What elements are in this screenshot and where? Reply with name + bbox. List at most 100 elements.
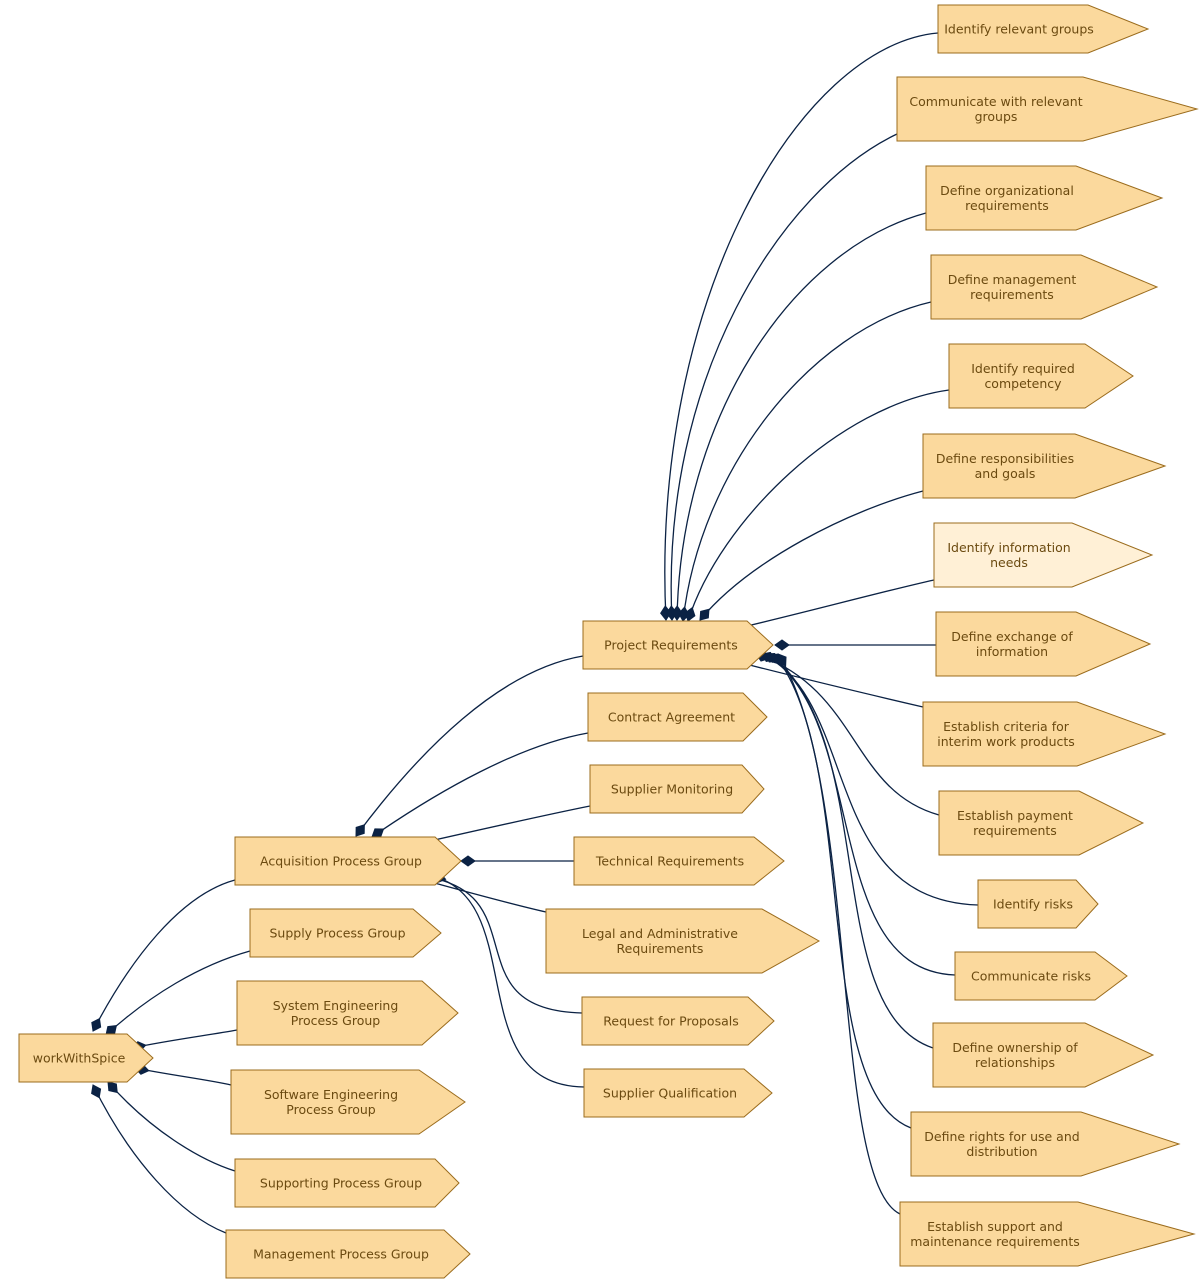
node-label: interim work products (937, 734, 1075, 749)
composition-edge (664, 32, 939, 621)
composition-diamond (684, 606, 696, 622)
node-shape (249, 908, 442, 958)
node-shape (910, 1111, 1181, 1177)
node-label: requirements (973, 823, 1057, 838)
composition-edge (355, 655, 584, 837)
node-label: Technical Requirements (595, 854, 744, 869)
node-label: Legal and Administrative (582, 926, 738, 941)
node-shape (922, 433, 1167, 499)
node-sup[interactable]: Supply Process Group (249, 908, 442, 958)
node-label: Software Engineering (264, 1087, 398, 1102)
node-supqual[interactable]: Supplier Qualification (583, 1068, 773, 1118)
node-shape (977, 879, 1099, 929)
node-p11[interactable]: Identify risks (977, 879, 1099, 929)
node-shape (225, 1229, 471, 1279)
node-contract[interactable]: Contract Agreement (587, 692, 768, 742)
node-shape (899, 1201, 1196, 1267)
node-p1[interactable]: Identify relevant groups (937, 4, 1150, 54)
node-label: Process Group (286, 1102, 376, 1117)
node-label: Define ownership of (952, 1040, 1078, 1055)
node-shape (581, 996, 775, 1046)
node-label: needs (990, 555, 1028, 570)
node-shape (545, 908, 821, 974)
composition-edge (755, 653, 940, 816)
node-label: Identify required (971, 361, 1075, 376)
edge-layer (91, 32, 979, 1234)
node-shape (573, 836, 785, 886)
node-mgmt[interactable]: Management Process Group (225, 1229, 471, 1279)
node-label: System Engineering (273, 998, 399, 1013)
node-label: Requirements (617, 941, 704, 956)
composition-edge (777, 653, 901, 1215)
node-label: Supply Process Group (269, 926, 405, 941)
node-shape (230, 1069, 466, 1135)
node-shape (954, 951, 1128, 1001)
node-label: Define responsibilities (936, 451, 1074, 466)
node-shape (933, 522, 1154, 588)
node-root[interactable]: workWithSpice (18, 1033, 154, 1083)
node-label: Supplier Monitoring (611, 782, 733, 797)
node-label: Supplier Qualification (603, 1086, 737, 1101)
node-label: and goals (975, 466, 1036, 481)
node-label: relationships (975, 1055, 1055, 1070)
node-shape (930, 254, 1159, 320)
node-label: Supporting Process Group (260, 1176, 422, 1191)
node-shape (937, 4, 1150, 54)
node-shape (932, 1022, 1155, 1088)
node-shape (935, 611, 1152, 677)
node-shape (18, 1033, 154, 1083)
composition-diamond (91, 1017, 102, 1032)
composition-edge (431, 875, 585, 1088)
node-label: Identify relevant groups (944, 22, 1094, 37)
composition-diamond (355, 824, 365, 837)
composition-diamond (371, 828, 385, 838)
composition-edge (699, 490, 924, 621)
composition-edge (419, 875, 583, 1014)
composition-diamond (699, 608, 710, 621)
composition-edge (131, 1029, 238, 1049)
node-label: Define exchange of (951, 629, 1073, 644)
node-label: Establish payment (957, 808, 1073, 823)
composition-edge (676, 212, 927, 621)
node-label: Identify risks (993, 897, 1073, 912)
node-shape (589, 764, 765, 814)
node-p12[interactable]: Communicate risks (954, 951, 1128, 1001)
node-acq[interactable]: Acquisition Process Group (234, 836, 462, 886)
node-label: Define organizational (940, 183, 1074, 198)
node-label: Establish criteria for (943, 719, 1070, 734)
composition-diamond (460, 855, 476, 867)
composition-diamond (107, 1081, 118, 1094)
node-supp[interactable]: Supporting Process Group (234, 1158, 460, 1208)
node-shape (236, 980, 459, 1046)
node-projreq[interactable]: Project Requirements (582, 620, 774, 670)
composition-edge (105, 950, 251, 1036)
node-label: Request for Proposals (603, 1014, 738, 1029)
node-shape (583, 1068, 773, 1118)
node-supmon[interactable]: Supplier Monitoring (589, 764, 765, 814)
node-rfp[interactable]: Request for Proposals (581, 996, 775, 1046)
composition-edge (687, 389, 950, 622)
node-label: Process Group (291, 1013, 381, 1028)
node-label: Define management (948, 272, 1077, 287)
node-label: workWithSpice (33, 1051, 126, 1066)
composition-diamond (91, 1084, 102, 1099)
node-label: competency (984, 376, 1062, 391)
node-label: Project Requirements (604, 638, 738, 653)
node-shape (925, 165, 1164, 231)
node-techreq[interactable]: Technical Requirements (573, 836, 785, 886)
